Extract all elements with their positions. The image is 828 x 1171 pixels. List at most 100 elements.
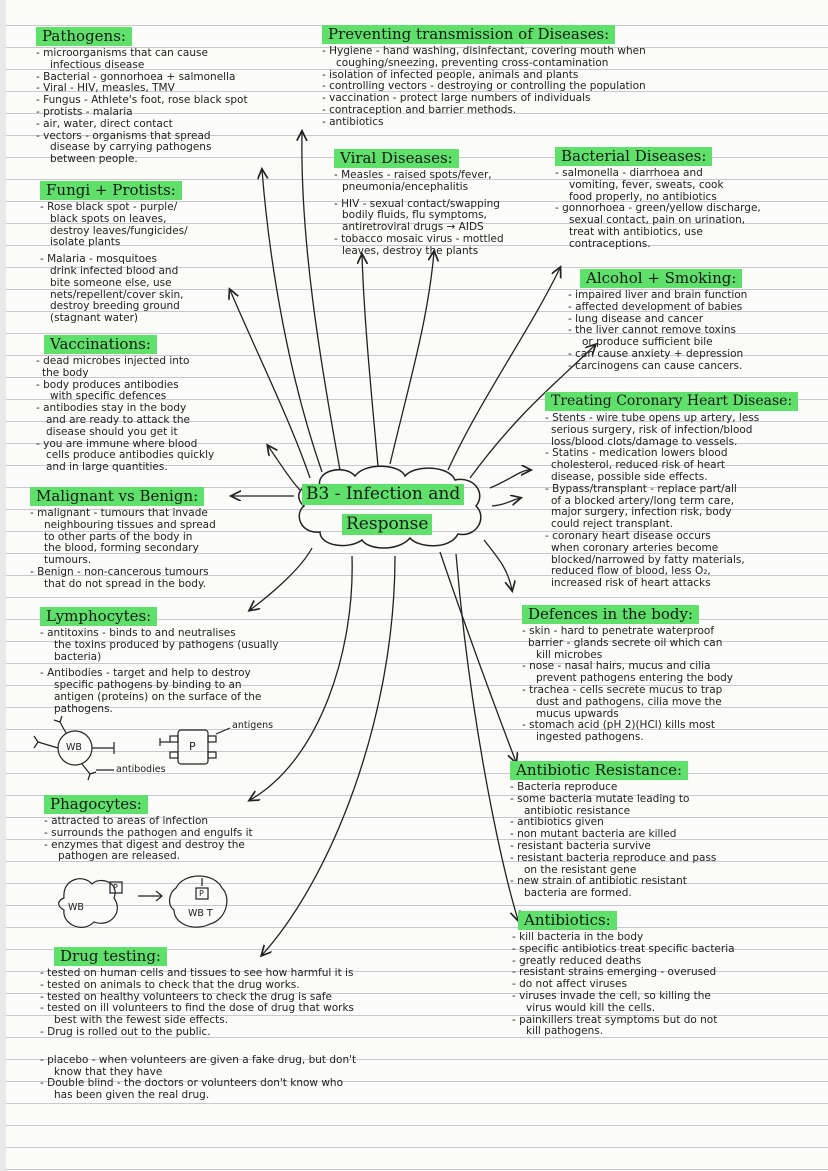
preventing-line: - antibiotics: [322, 115, 384, 128]
defences-line: prevent pathogens entering the body: [536, 672, 733, 685]
vaccinations-line: disease should you get it: [46, 425, 178, 438]
pathogens-line: infectious disease: [50, 58, 145, 71]
fungi-line: destroy leaves/fungicides/: [50, 224, 188, 237]
phagocytes-line: - enzymes that digest and destroy the: [44, 838, 245, 851]
heading-defences: Defences in the body:: [522, 605, 700, 624]
lymphocytes-line: - Antibodies - target and help to destro…: [40, 667, 251, 680]
pathogens-line: - protists - malaria: [36, 105, 133, 118]
antibiotics-line: - do not affect viruses: [512, 978, 627, 991]
section-pathogens: Pathogens: - microorganisms that can cau…: [36, 26, 306, 166]
pathogens-line: - microorganisms that can cause: [36, 47, 208, 59]
lymphocyte-p-label: P: [189, 740, 196, 753]
treating-line: - Stents - wire tube opens up artery, le…: [545, 412, 760, 424]
arrow-to-phagocytes: [250, 555, 353, 800]
alcohol-line: - can cause anxiety + depression: [568, 347, 744, 360]
antibodies-label: antibodies: [116, 764, 166, 775]
arrow-to-antibiotics: [455, 553, 518, 920]
treating-line: disease, possible side effects.: [551, 470, 708, 483]
fungi-line: bite someone else, use: [50, 276, 172, 289]
malignant-line: - malignant - tumours that invade: [30, 507, 208, 519]
resistance-line: bacteria are formed.: [524, 887, 632, 900]
phagocyte-drawing: [58, 875, 228, 928]
antibiotics-line: virus would kill the cells.: [526, 1001, 656, 1014]
defences-line: kill microbes: [536, 648, 603, 661]
viral-line: - tobacco mosaic virus - mottled: [334, 232, 504, 245]
lymphocytes-line: pathogens.: [54, 702, 113, 715]
preventing-line: - contraception and barrier methods.: [322, 103, 517, 116]
drug-testing-line: know that they have: [54, 1065, 163, 1078]
fungi-line: drink infected blood and: [50, 264, 179, 277]
phagocytes-line: - surrounds the pathogen and engulfs it: [44, 826, 253, 839]
arrow-to-alcohol: [469, 345, 595, 479]
arrow-to-preventing: [302, 132, 341, 471]
heading-pathogens: Pathogens:: [36, 27, 132, 46]
antibiotics-line: - painkillers treat symptoms but do not: [512, 1013, 718, 1026]
vaccinations-line: - dead microbes injected into: [36, 355, 190, 367]
resistance-line: - antibiotics given: [510, 816, 604, 829]
section-bacterial-diseases: Bacterial Diseases: - salmonella - diarr…: [555, 146, 810, 251]
treating-line: increased risk of heart attacks: [551, 577, 711, 590]
section-antibiotics: Antibiotics: - kill bacteria in the body…: [512, 910, 812, 1038]
fungi-line: isolate plants: [50, 236, 121, 249]
treating-line: of a blocked artery/long term care,: [551, 494, 734, 507]
heading-resistance: Antibiotic Resistance:: [510, 761, 689, 780]
malignant-line: that do not spread in the body.: [44, 577, 207, 590]
defences-line: ingested pathogens.: [536, 731, 644, 744]
pathogens-line: - Fungus - Athlete's foot, rose black sp…: [36, 94, 248, 107]
treating-line: serious surgery, risk of infection/blood: [551, 423, 753, 436]
drug-testing-line: - Drug is rolled out to the public.: [40, 1025, 211, 1038]
fungi-line: nets/repellent/cover skin,: [50, 288, 184, 301]
phagocyte-wb-label: WB: [68, 902, 84, 913]
heading-fungi: Fungi + Protists:: [40, 181, 182, 200]
drug-testing-line: - tested on human cells and tissues to s…: [40, 967, 354, 979]
arrow-to-drug-testing: [262, 555, 396, 955]
heading-preventing: Preventing transmission of Diseases:: [322, 25, 616, 44]
arrow-to-treating-2: [491, 498, 520, 507]
bacterial-line: treat with antibiotics, use: [569, 225, 703, 238]
section-defences: Defences in the body: - skin - hard to p…: [522, 604, 812, 744]
title-line-2: Response: [342, 514, 433, 535]
treating-line: could reject transplant.: [551, 518, 674, 531]
resistance-line: - resistant bacteria reproduce and pass: [510, 851, 717, 864]
phagocyte-p-label: P: [113, 883, 118, 892]
resistance-line: - resistant bacteria survive: [510, 839, 651, 852]
treating-line: loss/blood clots/damage to vessels.: [551, 435, 738, 448]
heading-antibiotics: Antibiotics:: [518, 911, 617, 930]
arrow-to-pathogens: [262, 170, 323, 473]
fungi-line: black spots on leaves,: [50, 212, 167, 225]
vaccinations-line: and in large quantities.: [46, 461, 168, 474]
preventing-line: - isolation of infected people, animals …: [322, 68, 579, 81]
pathogens-line: - Viral - HIV, measles, TMV: [36, 82, 175, 95]
resistance-line: antibiotic resistance: [524, 804, 631, 817]
heading-viral: Viral Diseases:: [334, 149, 459, 168]
section-malignant-benign: Malignant vs Benign: - malignant - tumou…: [30, 486, 270, 591]
heading-alcohol: Alcohol + Smoking:: [580, 269, 743, 288]
pathogens-line: - air, water, direct contact: [36, 117, 173, 130]
fungi-line: - Rose black spot - purple/: [40, 201, 178, 213]
section-alcohol-smoking: Alcohol + Smoking: - impaired liver and …: [568, 268, 808, 373]
phagocytes-line: - attracted to areas of infection: [44, 815, 209, 827]
drug-testing-line: - Double blind - the doctors or voluntee…: [40, 1077, 343, 1090]
heading-malignant: Malignant vs Benign:: [30, 487, 205, 506]
treating-line: blocked/narrowed by fatty materials,: [551, 553, 745, 566]
treating-line: - Statins - medication lowers blood: [545, 447, 728, 460]
defences-line: dust and pathogens, cilia move the: [536, 695, 722, 708]
arrow-to-bacterial: [447, 268, 560, 471]
defences-line: barrier - glands secrete oil which can: [528, 636, 723, 649]
resistance-line: on the resistant gene: [524, 863, 637, 876]
lymphocyte-drawing: [33, 715, 231, 781]
pathogens-line: - Bacterial - gonnorhoea + salmonella: [36, 70, 236, 83]
alcohol-line: - affected development of babies: [568, 300, 743, 313]
heading-vaccinations: Vaccinations:: [44, 335, 157, 354]
lymphocyte-wb-label: WB: [66, 742, 82, 753]
vaccinations-line: - antibodies stay in the body: [36, 402, 187, 415]
phagocyte-diagram: WB P P WB T: [54, 868, 254, 938]
resistance-line: - Bacteria reproduce: [510, 781, 618, 793]
vaccinations-line: the body: [42, 366, 89, 379]
bacterial-line: contraceptions.: [569, 237, 651, 250]
section-preventing-transmission: Preventing transmission of Diseases: - H…: [322, 24, 792, 129]
bacterial-line: food properly, no antibiotics: [569, 190, 717, 203]
heading-bacterial: Bacterial Diseases:: [555, 147, 713, 166]
